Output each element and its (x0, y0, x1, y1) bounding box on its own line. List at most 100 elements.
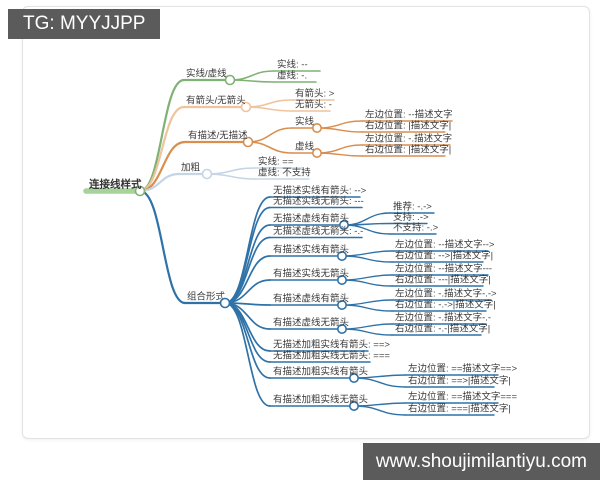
node-label: 右边位置: |描述文字| (365, 144, 451, 156)
node-label: 无描述加粗实线无箭头: === (273, 350, 390, 362)
link (206, 173, 256, 180)
link (224, 302, 271, 379)
node-label: 无描述加粗实线有箭头: ==> (273, 339, 390, 351)
node-circle (242, 136, 254, 148)
node-circle (336, 323, 347, 334)
link (247, 141, 293, 154)
node-label: 有描述虚线有箭头 (273, 293, 349, 305)
node-label: 左边位置: ==描述文字==> (408, 363, 517, 375)
node-label: 有描述加粗实线有箭头 (273, 366, 368, 378)
link (353, 405, 406, 416)
node-label: 虚线: 不支持 (258, 167, 311, 179)
node-label: 加粗 (181, 162, 201, 174)
diagram-card (22, 6, 590, 439)
node-label: 无描述虚线无箭头: -.- (273, 225, 363, 237)
link (316, 120, 363, 129)
link (316, 127, 363, 133)
node-circle (311, 148, 322, 159)
node-label: 有描述虚线无箭头 (273, 317, 349, 329)
node-label: 右边位置: ---|描述文字| (395, 274, 491, 286)
link (206, 167, 256, 175)
node-circle (311, 123, 322, 134)
node-label: 左边位置: -.描述文字-.- (395, 312, 491, 324)
node-circle (336, 251, 347, 262)
link (229, 70, 275, 81)
node-label: 右边位置: |描述文字| (365, 120, 451, 132)
node-label: 有箭头: > (295, 88, 335, 100)
node-circle (224, 74, 236, 86)
node-circle (348, 400, 359, 411)
link (341, 299, 393, 306)
link (341, 323, 393, 330)
link (229, 79, 275, 83)
link (138, 105, 186, 193)
node-label: 有描述/无描述 (188, 130, 248, 142)
node-label: 右边位置: ==>|描述文字| (408, 375, 511, 387)
node-label: 左边位置: --描述文字--- (395, 263, 492, 275)
node-label: 左边位置: --描述文字--> (395, 239, 495, 251)
node-label: 右边位置: ===|描述文字| (408, 403, 511, 415)
link (245, 99, 293, 108)
node-label: 无描述虚线有箭头 (273, 213, 349, 225)
node-circle (201, 168, 213, 180)
link (245, 106, 293, 112)
link (353, 377, 406, 388)
node-label: 左边位置: --描述文字 (365, 109, 453, 121)
branch-desc-nodesc: 有描述/无描述 实线 左边位置: --描述文字 右边位置: |描述文字| 虚线 … (183, 109, 453, 159)
node-label: 不支持: -.> (393, 222, 439, 234)
link (341, 255, 393, 263)
link (316, 144, 363, 154)
node-label: 有描述实线无箭头 (273, 268, 349, 280)
root-label: 连接线样式 (89, 178, 142, 191)
branch-bold: 加粗 实线: == 虚线: 不支持 (177, 156, 311, 180)
link (341, 304, 393, 312)
node-label: 右边位置: -->|描述文字| (395, 250, 493, 262)
node-label: 有描述实线有箭头 (273, 244, 349, 256)
link (224, 196, 271, 304)
node-label: 实线 (295, 116, 315, 128)
link (341, 279, 393, 287)
node-circle (348, 372, 359, 383)
node-label: 虚线 (295, 141, 315, 153)
node-label: 组合形式 (187, 291, 226, 303)
link (224, 236, 271, 304)
node-label: 实线/虚线 (186, 68, 227, 80)
watermark-top-left: TG: MYYJJPP (8, 9, 161, 39)
link (138, 189, 187, 305)
node-label: 左边位置: -.描述文字-.-> (395, 288, 497, 300)
node-label: 左边位置: -.描述文字 (365, 133, 452, 145)
node-label: 推荐: -.-> (393, 201, 432, 213)
link (341, 328, 393, 336)
node-circle (336, 299, 347, 310)
node-label: 左边位置: ==描述文字=== (408, 391, 517, 403)
link (224, 302, 271, 352)
link (341, 250, 393, 257)
link (247, 127, 293, 143)
node-label: 无描述实线无箭头: --- (273, 195, 364, 207)
link (224, 302, 271, 407)
node-circle (219, 297, 231, 309)
link (341, 274, 393, 281)
node-label: 有箭头/无箭头 (186, 95, 246, 107)
node-label: 右边位置: -.-|描述文字| (395, 323, 490, 335)
branch-arrow-noarrow: 有箭头/无箭头 有箭头: > 无箭头: - (182, 88, 335, 113)
node-circle (240, 101, 252, 113)
node-label: 右边位置: -.->|描述文字| (395, 299, 496, 311)
root-node: 连接线样式 (83, 178, 146, 197)
node-label: 实线: == (258, 156, 294, 168)
node-label: 无描述实线有箭头: --> (273, 185, 367, 197)
branch-solid-dashed: 实线/虚线 实线: -- 虚线: -. (182, 59, 321, 86)
link (224, 206, 271, 304)
watermark-bottom-right: www.shoujimilantiyu.com (362, 443, 600, 480)
node-circle (134, 185, 146, 197)
node-label: 实线: -- (277, 59, 308, 71)
node-label: 支持: .-> (393, 211, 429, 223)
node-label: 无箭头: - (295, 99, 332, 111)
node-circle (338, 220, 349, 231)
node-label: 有描述加粗实线无箭头 (273, 394, 368, 406)
link (316, 152, 363, 157)
node-circle (336, 274, 347, 285)
branch-combinations: 组合形式 无描述实线有箭头: --> 无描述实线无箭头: --- 无描述虚线有箭… (183, 185, 517, 416)
node-label: 虚线: -. (277, 70, 307, 82)
